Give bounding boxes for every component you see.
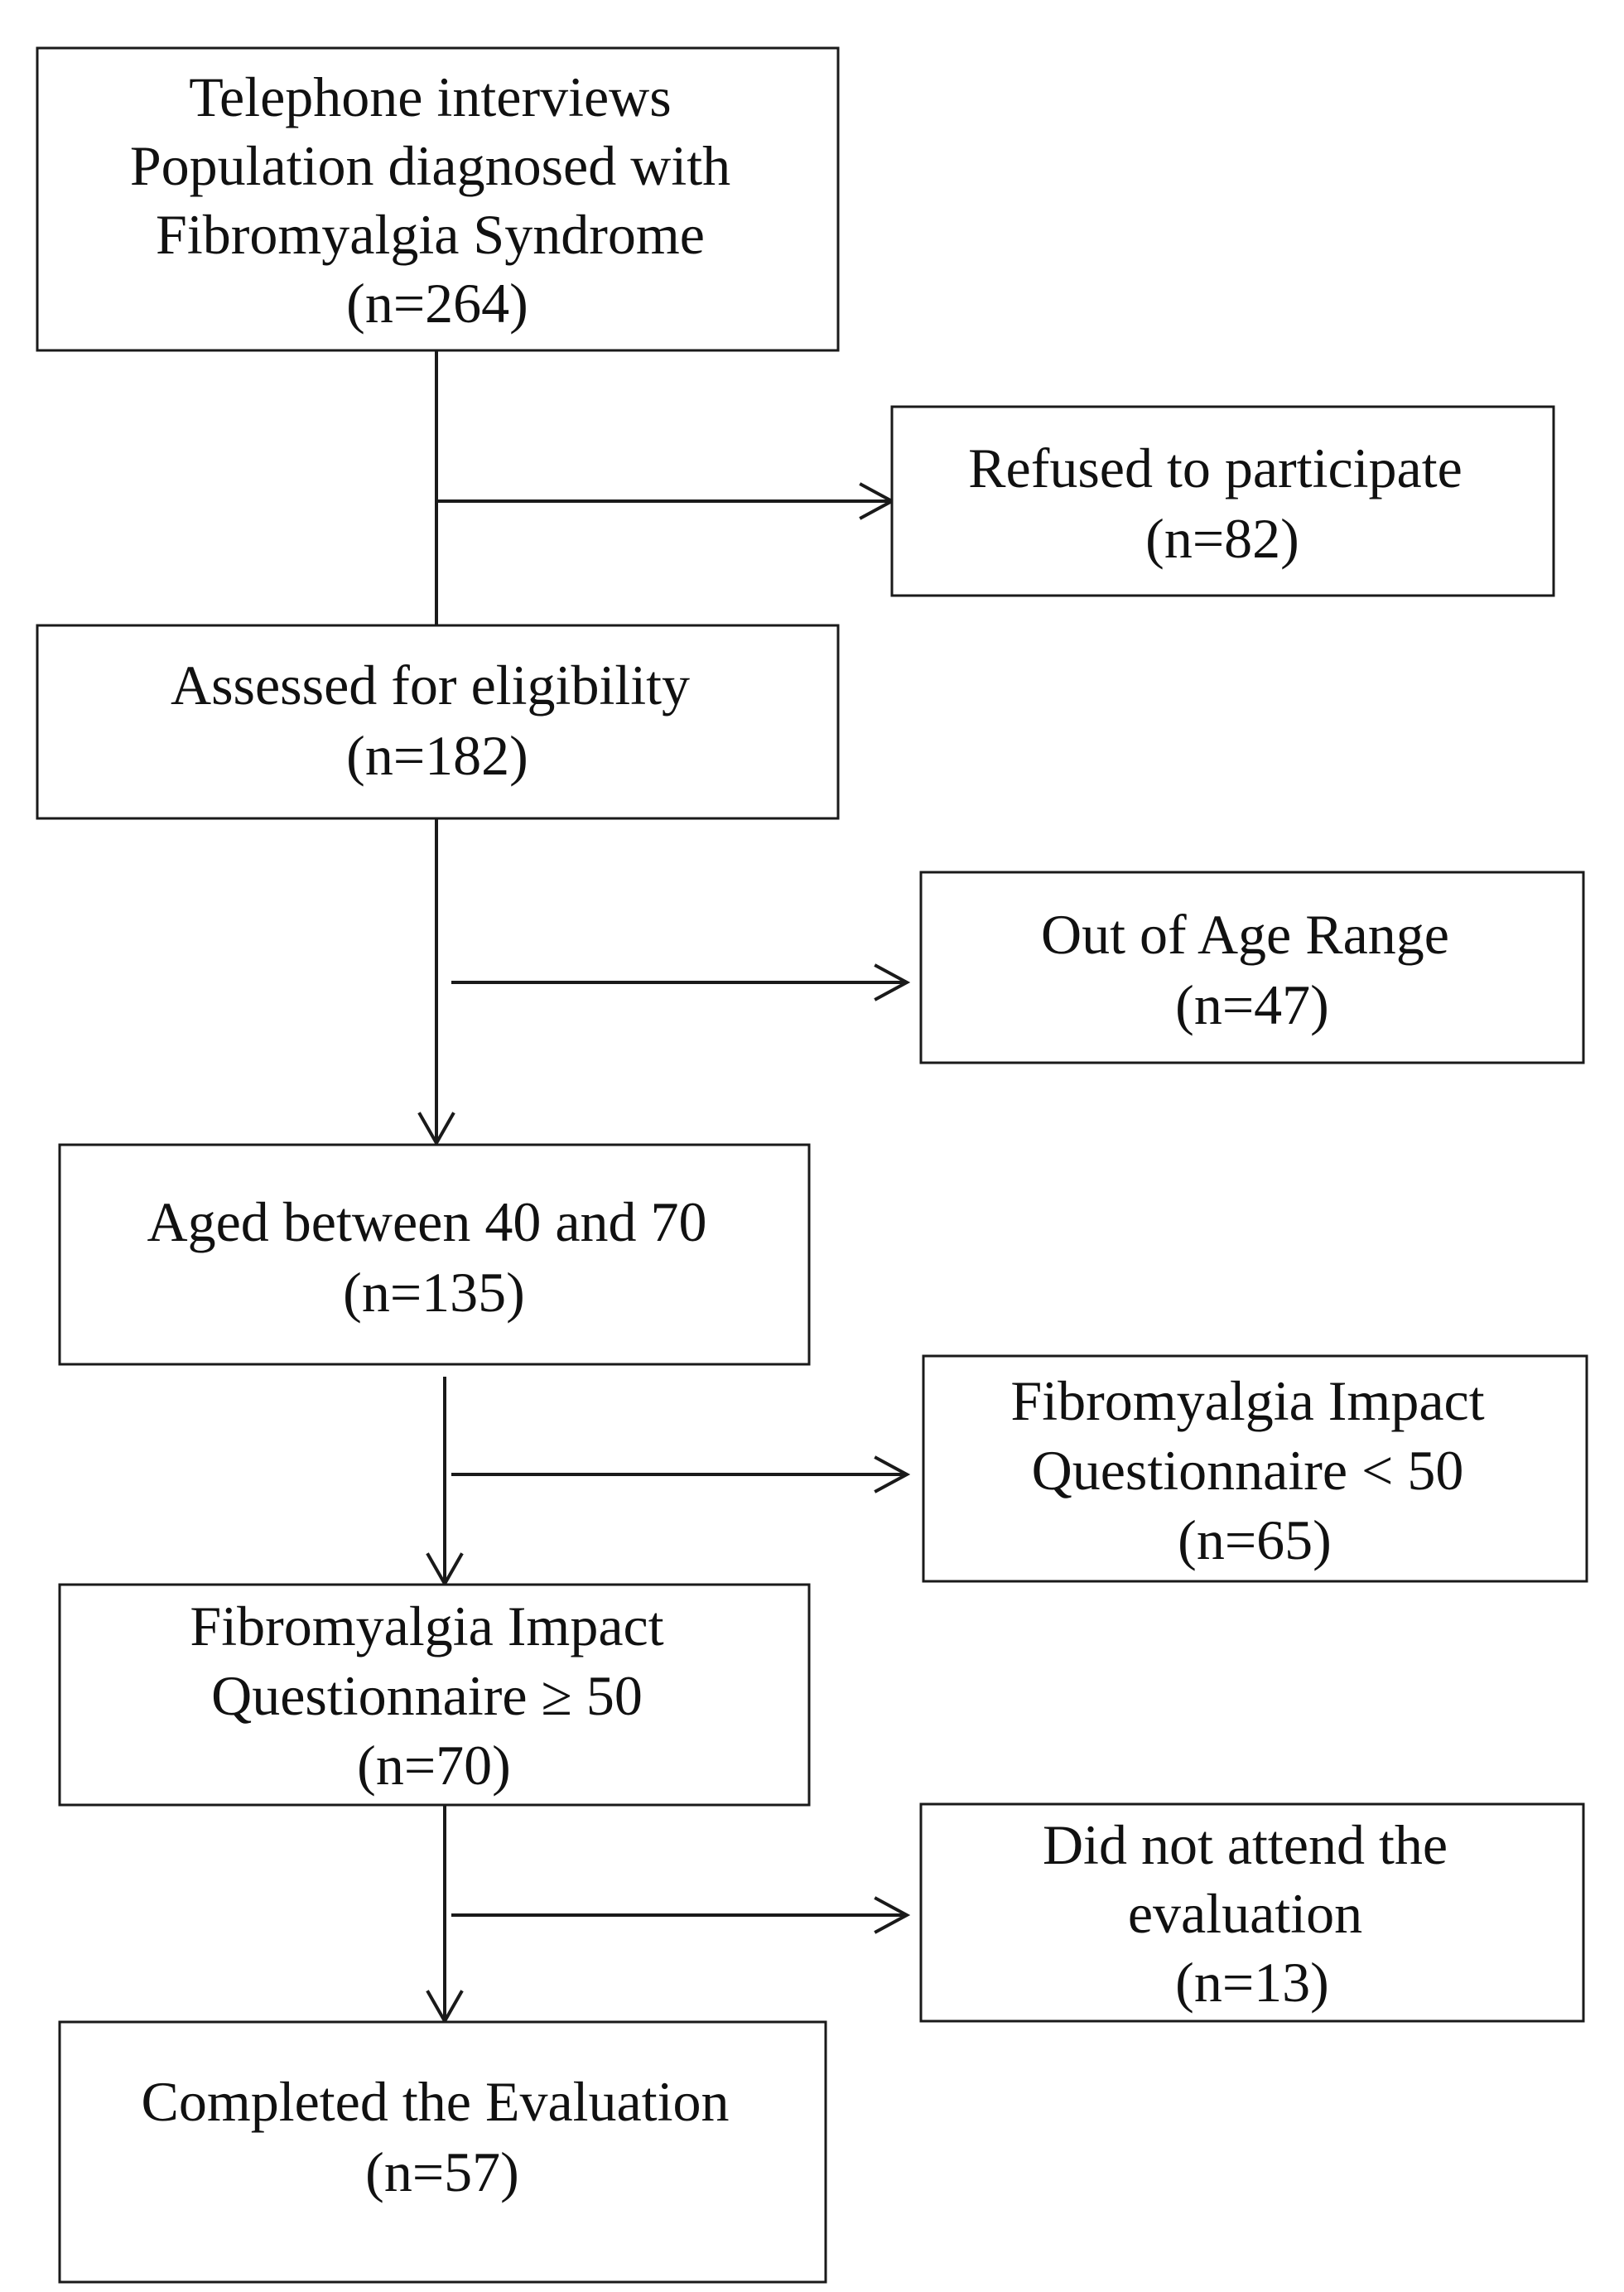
box-fiq-above-50-line-3: (n=70) xyxy=(357,1734,511,1797)
box-refused: Refused to participate (n=82) xyxy=(890,405,1555,597)
svg-text:Refused to participate (: Refused to participate (n=82) xyxy=(968,437,1477,570)
box-completed-evaluation: Completed the Evaluation (n=57) xyxy=(58,2020,827,2284)
box-aged-between-line-1: Aged between 40 and 70 xyxy=(147,1190,706,1253)
box-did-not-attend: Did not attend the evaluation (n=13) xyxy=(919,1802,1585,2023)
box-fiq-below-50-line-1: Fibromyalgia Impact xyxy=(1010,1369,1484,1432)
arrowhead-aged-between xyxy=(417,1112,455,1147)
box-fiq-below-50-line-3: (n=65) xyxy=(1178,1508,1332,1571)
box-telephone-interviews: Telephone interviews Population diagnose… xyxy=(36,46,840,352)
box-assessed: Assessed for eligibility (n=182) xyxy=(36,624,840,820)
box-did-not-attend-line-3: (n=13) xyxy=(1175,1951,1329,2014)
box-fiq-below-50: Fibromyalgia Impact Questionnaire < 50 (… xyxy=(922,1354,1588,1583)
box-out-of-age-range: Out of Age Range (n=47) xyxy=(919,871,1585,1064)
box-completed-evaluation-line-1: Completed the Evaluation xyxy=(141,2070,729,2133)
arrowhead-did-not-attend xyxy=(874,1896,911,1934)
box-did-not-attend-line-1: Did not attend the xyxy=(1043,1813,1448,1876)
arrowhead-fiq-below xyxy=(874,1455,911,1493)
box-fiq-above-50-line-1: Fibromyalgia Impact xyxy=(190,1595,663,1657)
box-assessed-line-1: Assessed for eligibility xyxy=(171,654,690,717)
svg-text:Assessed for eligibility: Assessed for eligibility (n=182) xyxy=(171,654,704,787)
box-fiq-above-50: Fibromyalgia Impact Questionnaire ≥ 50 (… xyxy=(58,1583,811,1807)
svg-text:Out of Age Range (n=47): Out of Age Range (n=47) xyxy=(1041,903,1463,1036)
box-fiq-below-50-line-2: Questionnaire < 50 xyxy=(1032,1439,1464,1502)
box-out-of-age-range-line-1: Out of Age Range xyxy=(1041,903,1449,966)
box-fiq-above-50-line-2: Questionnaire ≥ 50 xyxy=(211,1664,643,1727)
box-telephone-interviews-line-3: Fibromyalgia Syndrome xyxy=(156,203,705,266)
box-out-of-age-range-line-2: (n=47) xyxy=(1175,973,1329,1036)
box-refused-line-1: Refused to participate xyxy=(968,437,1463,499)
box-did-not-attend-line-2: evaluation xyxy=(1128,1882,1362,1945)
arrowhead-out-of-age xyxy=(874,963,911,1001)
box-telephone-interviews-line-4: (n=264) xyxy=(346,272,528,335)
box-telephone-interviews-line-1: Telephone interviews xyxy=(189,65,671,128)
box-completed-evaluation-line-2: (n=57) xyxy=(365,2140,519,2203)
box-aged-between-line-2: (n=135) xyxy=(343,1261,525,1324)
svg-text:Did not attend the evalu: Did not attend the evaluation (n=13) xyxy=(1043,1813,1462,2014)
box-refused-line-2: (n=82) xyxy=(1145,507,1299,570)
svg-text:Aged between 40 and 70: Aged between 40 and 70 (n=135) xyxy=(147,1190,720,1324)
svg-text:Completed the Evaluation: Completed the Evaluation (n=57) xyxy=(141,2070,743,2203)
svg-text:Fibromyalgia Impact Ques: Fibromyalgia Impact Questionnaire < 50 (… xyxy=(1010,1369,1498,1571)
svg-text:Fibromyalgia Impact Ques: Fibromyalgia Impact Questionnaire ≥ 50 (… xyxy=(190,1595,677,1797)
box-telephone-interviews-line-2: Population diagnosed with xyxy=(130,134,730,197)
svg-text:Telephone interviews Pop: Telephone interviews Population diagnose… xyxy=(130,65,745,335)
box-aged-between: Aged between 40 and 70 (n=135) xyxy=(58,1143,811,1366)
box-assessed-line-2: (n=182) xyxy=(346,724,528,787)
